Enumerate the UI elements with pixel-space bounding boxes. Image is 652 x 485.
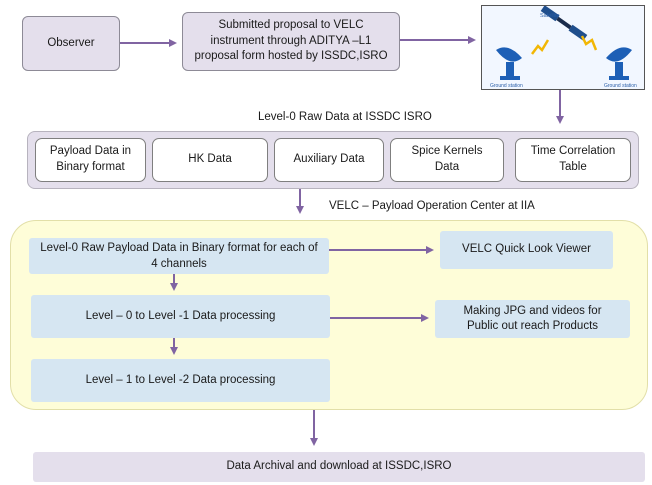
observer-box: Observer [22, 16, 120, 71]
level0-item-payload-label: Payload Data in Binary format [49, 145, 132, 173]
outreach-products-box: Making JPG and videos for Public out rea… [435, 300, 630, 338]
satellite-text: Satellite [540, 13, 560, 19]
poc-level0-to-level1-box: Level – 0 to Level -1 Data processing [31, 295, 330, 338]
ground-station-left-text: Ground station [490, 83, 523, 89]
level0-item-auxiliary: Auxiliary Data [274, 138, 384, 182]
observer-label: Observer [47, 36, 95, 49]
poc-raw-data-box: Level-0 Raw Payload Data in Binary forma… [29, 238, 329, 274]
level0-title: Level-0 Raw Data at ISSDC ISRO [258, 111, 432, 123]
satellite-ground-station-image: Satellite Ground station Ground station [481, 5, 645, 90]
proposal-label: Submitted proposal to VELC instrument th… [194, 19, 388, 63]
poc-level1-to-level2-box: Level – 1 to Level -2 Data processing [31, 359, 330, 402]
outreach-products-label: Making JPG and videos for Public out rea… [463, 305, 602, 332]
satellite-icon [540, 6, 588, 41]
level0-item-time-correlation-label: Time Correlation Table [530, 145, 616, 173]
level0-item-spice: Spice Kernels Data [390, 138, 504, 182]
level0-item-payload: Payload Data in Binary format [35, 138, 146, 182]
level0-item-hk: HK Data [152, 138, 268, 182]
level0-item-spice-label: Spice Kernels Data [411, 145, 483, 173]
ground-station-right-icon [606, 47, 632, 80]
quick-look-viewer-box: VELC Quick Look Viewer [440, 231, 613, 269]
signal-left-icon [531, 39, 550, 55]
ground-station-left-icon [496, 47, 522, 80]
poc-title: VELC – Payload Operation Center at IIA [329, 200, 535, 212]
level0-item-hk-label: HK Data [188, 153, 232, 166]
archival-label: Data Archival and download at ISSDC,ISRO [226, 460, 452, 473]
level0-item-time-correlation: Time Correlation Table [515, 138, 631, 182]
poc-level1-to-level2-label: Level – 1 to Level -2 Data processing [85, 373, 276, 386]
poc-level0-to-level1-label: Level – 0 to Level -1 Data processing [85, 309, 276, 322]
level0-item-auxiliary-label: Auxiliary Data [293, 153, 365, 166]
archival-box: Data Archival and download at ISSDC,ISRO [33, 452, 645, 482]
ground-station-right-text: Ground station [604, 83, 637, 89]
poc-raw-data-label: Level-0 Raw Payload Data in Binary forma… [40, 241, 318, 270]
quick-look-viewer-label: VELC Quick Look Viewer [462, 243, 591, 256]
signal-right-icon [580, 35, 598, 51]
proposal-box: Submitted proposal to VELC instrument th… [182, 12, 400, 71]
